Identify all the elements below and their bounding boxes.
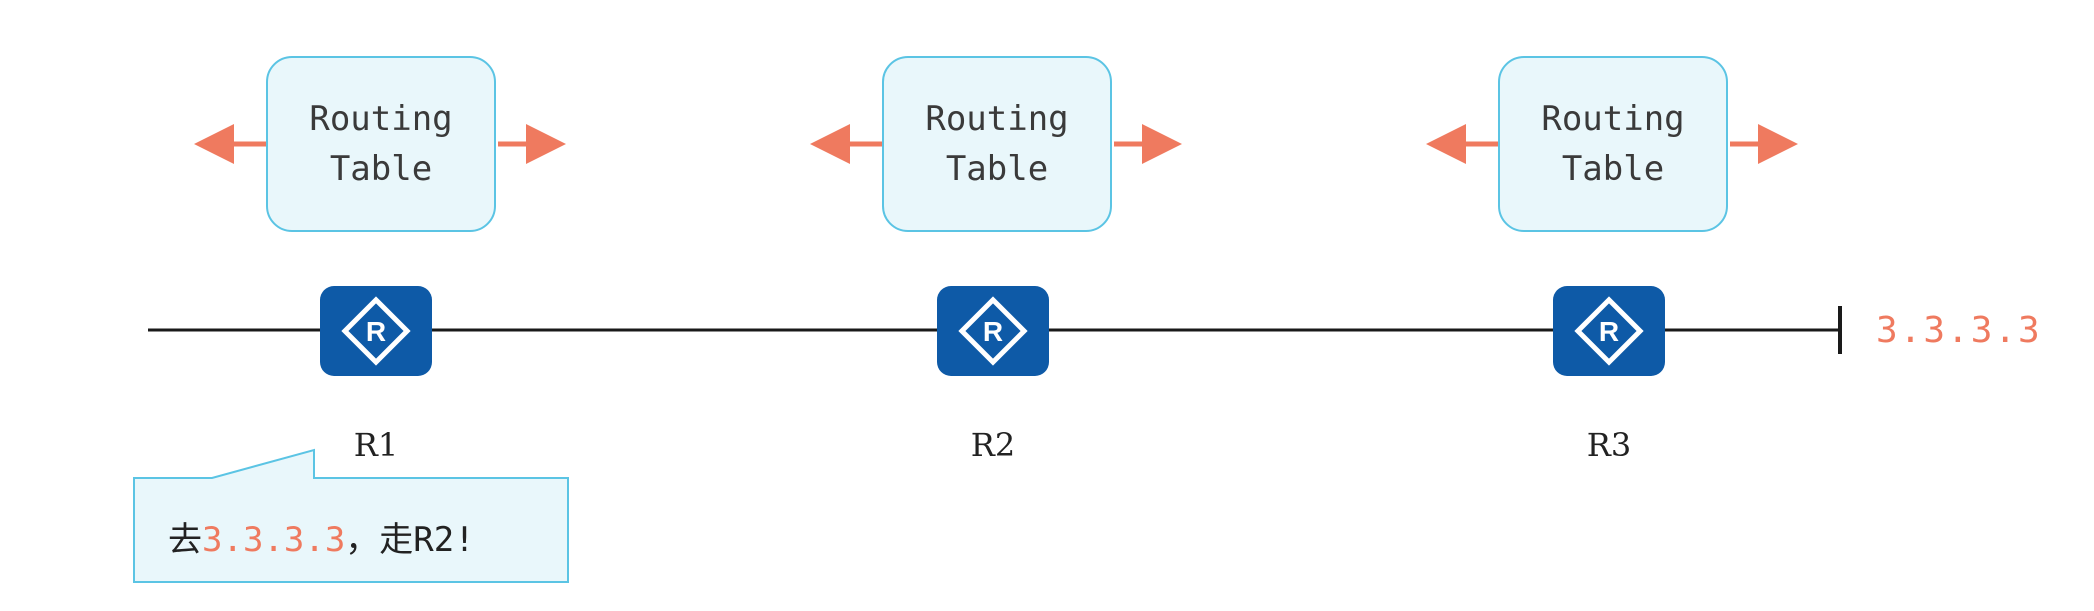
routing-table-r2: Routing Table — [882, 56, 1112, 232]
callout-prefix: 去 — [168, 520, 202, 560]
routing-table-r1-line1: Routing — [309, 99, 453, 139]
svg-text:R: R — [1599, 316, 1619, 347]
router-icon: R — [1553, 286, 1665, 376]
routing-table-r2-line2: Table — [945, 149, 1049, 189]
routing-table-r3: Routing Table — [1498, 56, 1728, 232]
callout-bubble — [133, 448, 569, 583]
router-icon: R — [320, 286, 432, 376]
router-label-r3: R3 — [1586, 426, 1632, 464]
routing-table-r3-line1: Routing — [1541, 99, 1685, 139]
callout-text: 去3.3.3.3，走R2! — [168, 512, 475, 561]
router-label-r1: R1 — [353, 426, 399, 464]
svg-text:R: R — [366, 316, 386, 347]
router-icon: R — [937, 286, 1049, 376]
callout-destination: 3.3.3.3 — [202, 520, 346, 560]
routing-table-r1: Routing Table — [266, 56, 496, 232]
router-label-r2: R2 — [970, 426, 1016, 464]
callout-suffix: ，走R2! — [345, 520, 475, 560]
destination-address: 3.3.3.3 — [1876, 310, 2042, 351]
routing-table-r2-line1: Routing — [925, 99, 1069, 139]
router-diamond-icon: R — [341, 296, 411, 366]
routing-table-r1-line2: Table — [329, 149, 433, 189]
router-diamond-icon: R — [958, 296, 1028, 366]
svg-text:R: R — [983, 316, 1003, 347]
routing-table-r3-line2: Table — [1561, 149, 1665, 189]
router-diamond-icon: R — [1574, 296, 1644, 366]
